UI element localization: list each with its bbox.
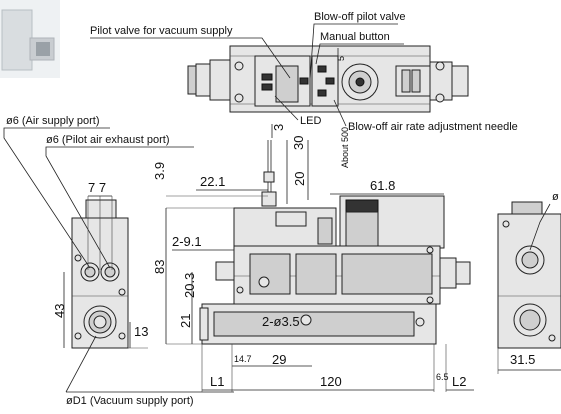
dim-43: 43 xyxy=(52,304,67,318)
dim-3: 3 xyxy=(271,124,286,131)
dim-L2: L2 xyxy=(452,374,466,389)
dim-6-5: 6.5 xyxy=(436,372,449,382)
dim-22-1: 22.1 xyxy=(200,174,225,189)
dim-83: 83 xyxy=(152,260,167,274)
dim-20-3: 20.3 xyxy=(182,273,197,298)
callout-vacuum-supply-port: øD1 (Vacuum supply port) xyxy=(66,395,194,407)
front-view xyxy=(199,140,471,345)
dim-61-8: 61.8 xyxy=(370,178,395,193)
dim-20: 20 xyxy=(292,172,307,186)
dim-top-5: 5 xyxy=(336,56,346,61)
left-side-view xyxy=(71,199,129,349)
dim-7-7: 7 7 xyxy=(88,180,106,195)
dim-13: 13 xyxy=(134,324,148,339)
callout-right-port: ø xyxy=(552,191,559,203)
callout-led: LED xyxy=(300,115,321,127)
top-view xyxy=(187,45,469,113)
dim-about-500: About 500 xyxy=(340,127,350,168)
dim-14-7: 14.7 xyxy=(234,354,252,364)
dim-2-9-1: 2-9.1 xyxy=(172,234,202,249)
callout-pilot-valve-vacuum: Pilot valve for vacuum supply xyxy=(90,25,233,37)
callout-air-supply-port: ø6 (Air supply port) xyxy=(6,115,100,127)
right-side-view: ø 31.5 xyxy=(497,191,561,374)
dim-3-9: 3.9 xyxy=(152,162,167,180)
front-dimensions: 3 30 20 About 500 3.9 22.1 61.8 2-9.1 83… xyxy=(152,124,474,392)
dim-21: 21 xyxy=(178,314,193,328)
callout-pilot-exhaust-port: ø6 (Pilot air exhaust port) xyxy=(46,134,170,146)
callout-manual-button: Manual button xyxy=(320,31,390,43)
dim-120: 120 xyxy=(320,374,342,389)
dim-30: 30 xyxy=(291,136,306,150)
product-photo xyxy=(0,0,60,78)
top-callouts: Pilot valve for vacuum supply Blow-off p… xyxy=(90,11,518,133)
callout-blowoff-pilot-valve: Blow-off pilot valve xyxy=(314,11,406,23)
dim-2-hole: 2-ø3.5 xyxy=(262,314,300,329)
dim-L1: L1 xyxy=(210,374,224,389)
callout-blowoff-needle: Blow-off air rate adjustment needle xyxy=(348,121,518,133)
dim-31-5: 31.5 xyxy=(510,352,535,367)
dim-29: 29 xyxy=(272,352,286,367)
left-callouts: ø6 (Air supply port) ø6 (Pilot air exhau… xyxy=(3,115,234,407)
